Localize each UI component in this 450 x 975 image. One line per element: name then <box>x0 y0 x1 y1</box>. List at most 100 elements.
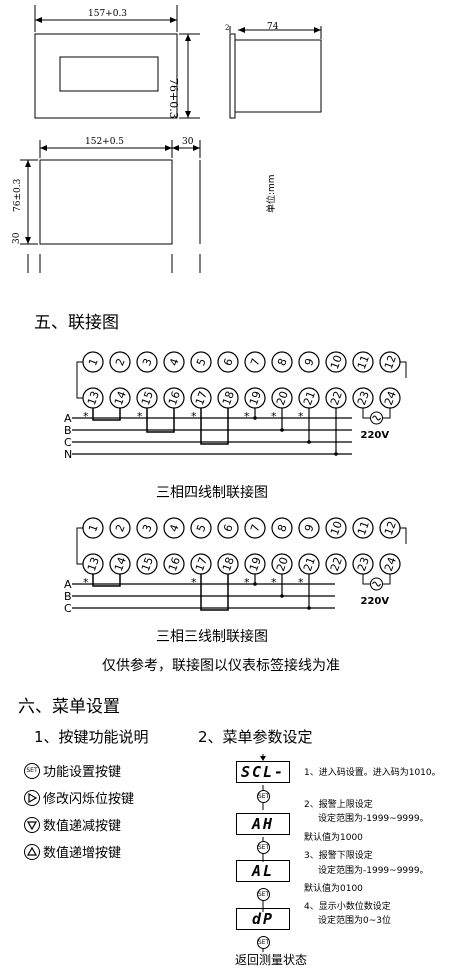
terminal-circle <box>325 517 347 539</box>
set-key-icon: SET <box>257 790 270 803</box>
supply-voltage-label: 220V <box>361 430 390 441</box>
phase-label: A <box>64 578 72 591</box>
down-triangle-key-icon <box>24 816 40 833</box>
wiring-note: 仅供参考，联接图以仪表标签接线为准 <box>102 658 340 674</box>
terminal-label: 11 <box>355 353 372 371</box>
phase-label: C <box>64 436 72 449</box>
terminal-circle <box>217 517 239 539</box>
terminal-label: 8 <box>275 357 290 368</box>
phase-label: C <box>64 602 72 615</box>
terminal-label: 2 <box>113 523 128 534</box>
terminal-label: 21 <box>301 555 318 573</box>
side-bezel-outline <box>229 33 236 119</box>
terminal-circle <box>271 517 293 539</box>
terminal-label: 18 <box>220 389 237 407</box>
set-key-icon: SET <box>257 888 270 901</box>
up-triangle-key-icon <box>24 843 40 860</box>
terminal-circle <box>136 553 158 575</box>
menu-desc-scl: 1、进入码设置。进入码为1010。 <box>304 768 441 778</box>
terminal-label: 23 <box>355 555 372 573</box>
terminal-label: 24 <box>382 555 399 573</box>
menu-setting-subtitle: 2、菜单参数设定 <box>198 728 313 746</box>
cutout-bottom-gap-label: 30 <box>12 232 22 244</box>
terminal-label: 4 <box>167 523 182 534</box>
terminal-label: 14 <box>112 555 129 573</box>
polarity-star: * <box>298 576 304 589</box>
terminal-circle <box>190 517 212 539</box>
terminal-label: 9 <box>302 357 317 368</box>
terminal-label: 13 <box>85 389 102 407</box>
polarity-star: * <box>244 410 250 423</box>
polarity-star: * <box>83 410 89 423</box>
terminal-label: 19 <box>247 555 264 573</box>
terminal-circle <box>325 553 347 575</box>
terminal-label: 15 <box>139 555 156 573</box>
menu-desc-ah: 2、报警上限设定 <box>304 800 373 810</box>
key-item-set: SET 功能设置按键 <box>24 761 121 780</box>
caption-three-wire: 三相三线制联接图 <box>156 629 268 645</box>
terminal-label: 14 <box>112 389 129 407</box>
terminal-label: 7 <box>248 357 263 368</box>
terminal-label: 2 <box>113 357 128 368</box>
terminal-circle <box>109 517 131 539</box>
key-label: 功能设置按键 <box>43 765 122 780</box>
terminal-circle <box>352 351 374 373</box>
terminal-circle <box>325 351 347 373</box>
side-body-outline <box>234 39 322 113</box>
terminal-label: 18 <box>220 555 237 573</box>
phase-label: B <box>64 590 72 603</box>
return-measure-label: 返回测量状态 <box>235 953 308 967</box>
terminal-circle <box>298 517 320 539</box>
terminal-label: 12 <box>382 353 399 371</box>
menu-desc-dp: 4、显示小数位数设定 <box>304 902 391 912</box>
terminal-circle <box>163 517 185 539</box>
key-label: 修改闪烁位按键 <box>43 792 135 807</box>
terminal-label: 1 <box>86 357 101 368</box>
polarity-star: * <box>191 576 197 589</box>
terminal-label: 9 <box>302 523 317 534</box>
terminal-label: 1 <box>86 523 101 534</box>
terminal-label: 3 <box>140 523 155 534</box>
front-window-outline <box>59 56 159 92</box>
menu-default-ah: 默认值为1000 <box>304 833 363 843</box>
terminal-circle <box>163 351 185 373</box>
menu-range-ah: 设定范围为-1999~9999。 <box>318 814 429 824</box>
caption-four-wire: 三相四线制联接图 <box>156 485 268 501</box>
key-item-shift: 修改闪烁位按键 <box>24 788 134 807</box>
terminal-label: 17 <box>193 555 210 573</box>
terminal-circle <box>190 351 212 373</box>
terminal-label: 5 <box>194 523 209 534</box>
terminal-label: 6 <box>221 523 236 534</box>
menu-default-al: 默认值为0100 <box>304 884 363 894</box>
terminal-label: 12 <box>382 519 399 537</box>
terminal-label: 20 <box>274 389 291 407</box>
phase-label: N <box>64 448 72 461</box>
terminal-label: 22 <box>328 389 345 407</box>
cutout-gap-label: 30 <box>182 137 194 147</box>
set-key-icon: SET <box>257 841 270 854</box>
unit-label: 单位:mm <box>267 174 277 213</box>
menu-display-ah: AH <box>236 813 290 835</box>
terminal-circle <box>244 517 266 539</box>
terminal-label: 4 <box>167 357 182 368</box>
menu-desc-al: 3、报警下限设定 <box>304 851 373 861</box>
terminal-circle <box>271 351 293 373</box>
polarity-star: * <box>244 576 250 589</box>
menu-display-al: AL <box>236 860 290 882</box>
front-panel-outline <box>34 33 178 119</box>
side-bezel-label: 2 <box>225 24 230 32</box>
polarity-star: * <box>271 410 277 423</box>
terminal-label: 6 <box>221 357 236 368</box>
terminal-label: 24 <box>382 389 399 407</box>
terminal-label: 17 <box>193 389 210 407</box>
terminal-circle <box>82 351 104 373</box>
terminal-circle <box>136 517 158 539</box>
key-label: 数值递增按键 <box>43 846 122 861</box>
panel-cutout-outline <box>39 159 173 245</box>
supply-voltage-label: 220V <box>361 596 390 607</box>
terminal-label: 10 <box>328 353 345 371</box>
key-item-down: 数值递减按键 <box>24 815 121 834</box>
terminal-label: 7 <box>248 523 263 534</box>
